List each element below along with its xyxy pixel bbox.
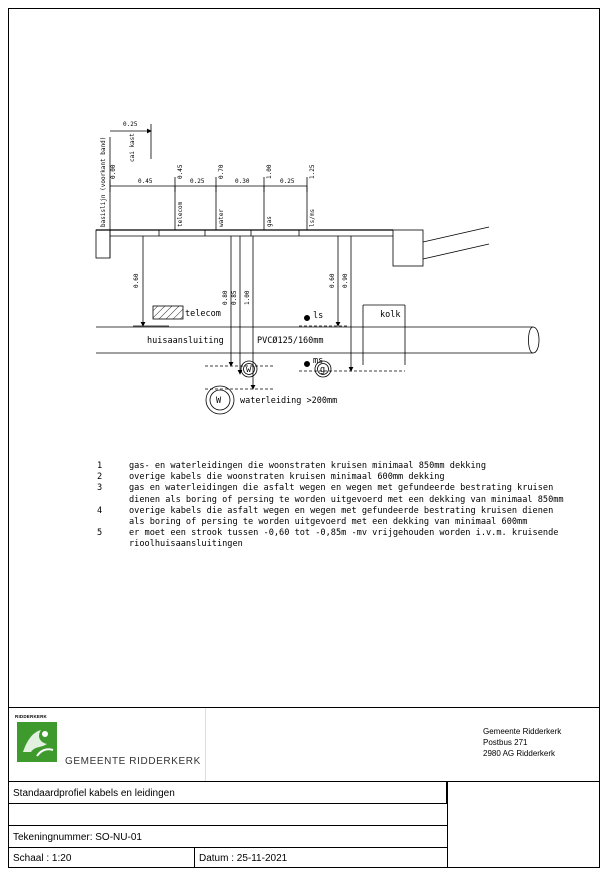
offset-0: 0.00 (110, 164, 117, 179)
title-block-header: RIDDERKERK GEMEENTE RIDDERKERK Gemeente … (9, 707, 599, 782)
logo-emblem-icon (17, 722, 57, 762)
gas-pipe-small (314, 360, 332, 378)
telecom-vertical-label: telecom (177, 201, 184, 227)
spacing-2: 0.30 (235, 178, 250, 185)
title-block-divider (447, 781, 448, 867)
kolk-label: kolk (380, 310, 400, 320)
huisaansluiting-label: huisaansluiting (147, 336, 224, 346)
depth-080: 0.80 (222, 290, 229, 305)
water-vertical-label: water (218, 209, 225, 227)
depth-085: 0.85 (231, 290, 238, 305)
drawing-number-row: Tekeningnummer: SO-NU-01 (9, 825, 447, 848)
title-row: Standaardprofiel kabels en leidingen (9, 781, 599, 804)
basislijn-label: basislijn (voorkant band) (100, 137, 107, 227)
drawing-sheet: 0.25 cai kast 0.00 0.45 0.70 1.00 1.25 0… (8, 8, 600, 868)
kolk-box (392, 229, 424, 267)
drawing-number: Tekeningnummer: SO-NU-01 (13, 831, 142, 843)
water-pipe-small (240, 360, 258, 378)
address-block: Gemeente Ridderkerk Postbus 271 2980 AG … (483, 727, 562, 758)
depth-right-060: 0.60 (329, 273, 336, 288)
cai-kast-label: cai kast (129, 133, 136, 162)
telecom-label: telecom (185, 309, 221, 319)
depth-100: 1.00 (244, 290, 251, 305)
offset-3: 1.00 (266, 164, 273, 179)
waterleiding-label: waterleiding >200mm (240, 396, 337, 406)
ls-cable-dot (303, 314, 310, 321)
offset-2: 0.70 (218, 164, 225, 179)
scale: Schaal : 1:20 (9, 848, 195, 868)
scale-date-row: Schaal : 1:20 Datum : 25-11-2021 (9, 847, 447, 868)
offset-1: 0.45 (177, 164, 184, 179)
w-big-label: W (216, 396, 222, 406)
drawing-title: Standaardprofiel kabels en leidingen (9, 782, 447, 804)
offset-4: 1.25 (309, 164, 316, 179)
cai-kast-dim: 0.25 (123, 121, 138, 128)
spacing-1: 0.25 (190, 178, 205, 185)
depth-left-060: 0.60 (133, 273, 140, 288)
municipality-logo: RIDDERKERK GEMEENTE RIDDERKERK (9, 708, 206, 782)
telecom-cable-box (152, 305, 184, 320)
blank-row (9, 803, 447, 826)
g-small-label: g (320, 365, 325, 375)
gas-vertical-label: gas (266, 216, 273, 227)
ls-ms-vertical-label: ls/ms (309, 209, 316, 227)
curb (95, 229, 111, 259)
water-main-pipe (205, 385, 235, 415)
ms-cable-dot (303, 360, 310, 367)
pvc-label: PVCØ125/160mm (257, 335, 324, 346)
depth-right-090: 0.90 (342, 273, 349, 288)
ls-label: ls (313, 311, 323, 321)
cross-section-drawing: 0.25 cai kast 0.00 0.45 0.70 1.00 1.25 0… (95, 121, 540, 415)
ms-label: ms (313, 356, 323, 366)
spacing-3: 0.25 (280, 178, 295, 185)
spacing-0: 0.45 (138, 178, 153, 185)
date: Datum : 25-11-2021 (199, 852, 288, 864)
w-small-label: w (246, 365, 252, 375)
